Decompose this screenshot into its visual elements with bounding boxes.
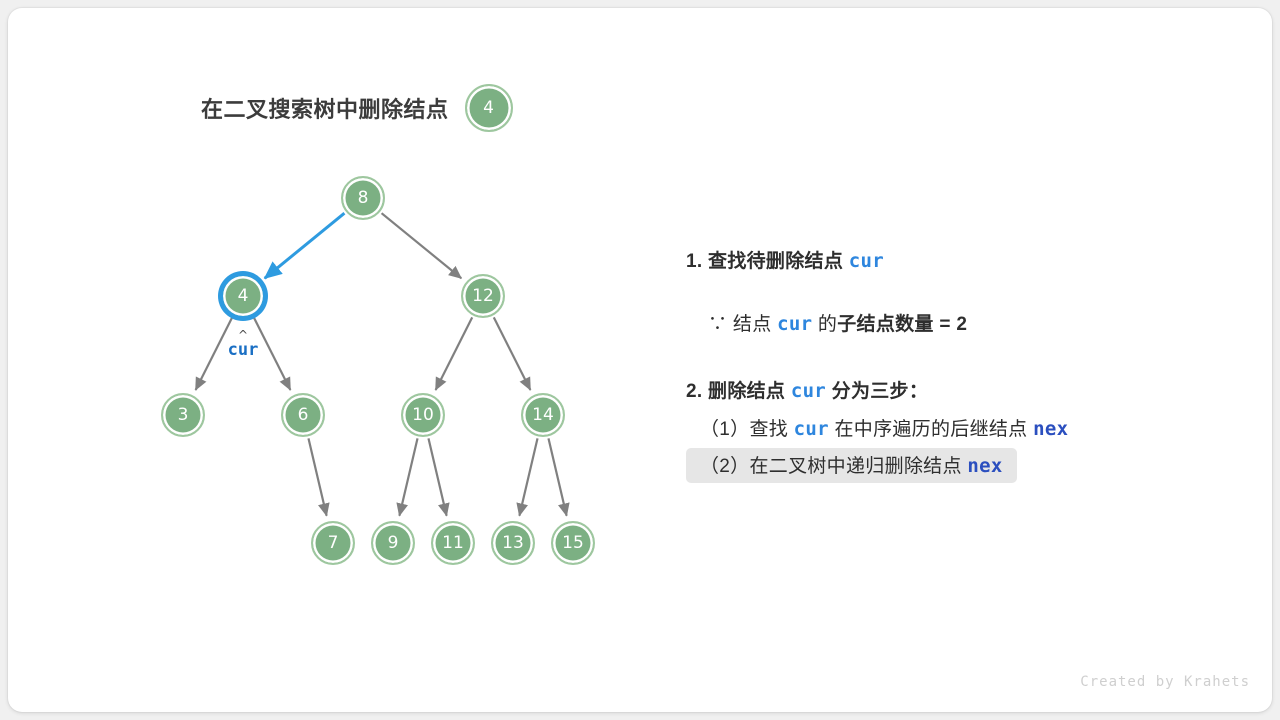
substep-1-var2: nex: [1033, 418, 1069, 440]
substep-1-text-a: 查找: [749, 419, 789, 440]
tree-node-3: 3: [161, 393, 205, 437]
tree-edge-8-4: [263, 212, 346, 280]
tree-node-4: 4: [221, 274, 265, 318]
step-1-prefix: 1. 查找待删除结点: [686, 251, 844, 272]
tree-edge-14-15: [547, 438, 570, 517]
step-1-var: cur: [848, 250, 884, 272]
tree-node-11: 11: [431, 521, 475, 565]
substep-2-index: （2）: [700, 456, 750, 477]
tree-edge-8-12: [380, 212, 463, 280]
substep-2-highlighted: （2）在二叉树中递归删除结点 nex: [686, 448, 1017, 483]
title-row: 在二叉搜索树中删除结点 4: [201, 84, 513, 132]
substep-1: （1）查找 cur 在中序遍历的后继结点 nex: [686, 411, 1082, 446]
step-2-prefix: 2. 删除结点: [686, 381, 786, 402]
tree-edge-4-6: [252, 316, 292, 391]
step-2-suffix: 分为三步：: [831, 381, 929, 402]
tree-node-9: 9: [371, 521, 415, 565]
tree-node-14: 14: [521, 393, 565, 437]
substep-1-index: （1）: [700, 419, 750, 440]
step-1-heading: 1. 查找待删除结点 cur: [686, 246, 1246, 273]
tree-node-8: 8: [341, 176, 385, 220]
substep-1-text-b: 在中序遍历的后继结点: [834, 419, 1028, 440]
tree-node-6: 6: [281, 393, 325, 437]
explanation-panel: 1. 查找待删除结点 cur ∵ 结点 cur 的子结点数量 = 2 2. 删除…: [686, 246, 1246, 483]
tree-edge-4-3: [194, 316, 234, 391]
cur-pointer-text: cur: [227, 340, 259, 360]
reason-equals: =: [939, 314, 951, 335]
title-step-badge: 4: [464, 84, 513, 132]
reason-bold-text: 子结点数量: [837, 314, 934, 335]
tree-node-13: 13: [491, 521, 535, 565]
substep-2-var: nex: [967, 455, 1003, 477]
tree-node-12: 12: [461, 274, 505, 318]
reason-text-a: 结点: [732, 314, 772, 335]
tree-node-7: 7: [311, 521, 355, 565]
credit-footer: Created by Krahets: [1080, 674, 1250, 690]
cur-pointer-label: ^ cur: [227, 328, 259, 360]
reason-text-b: 的: [817, 314, 838, 335]
substep-1-var: cur: [793, 418, 829, 440]
tree-edge-10-9: [396, 438, 419, 517]
tree-edge-10-11: [427, 438, 450, 517]
tree-edge-14-13: [516, 438, 539, 517]
substep-1-row: （1）查找 cur 在中序遍历的后继结点 nex: [686, 411, 1246, 446]
tree-edges: [194, 212, 570, 517]
substep-2-row: （2）在二叉树中递归删除结点 nex: [686, 448, 1246, 483]
because-symbol: ∵: [708, 314, 728, 335]
reason-var: cur: [777, 313, 813, 335]
step-2-var: cur: [790, 380, 827, 402]
reason-line: ∵ 结点 cur 的子结点数量 = 2: [686, 309, 1246, 336]
tree-edge-12-10: [434, 316, 474, 391]
tree-edge-12-14: [492, 316, 532, 391]
tree-edge-6-7: [307, 438, 330, 517]
tree-node-15: 15: [551, 521, 595, 565]
step-2-heading: 2. 删除结点 cur 分为三步：: [686, 376, 1246, 403]
page-title: 在二叉搜索树中删除结点: [201, 97, 449, 122]
tree-node-10: 10: [401, 393, 445, 437]
cur-caret-icon: ^: [237, 328, 249, 342]
reason-value: 2: [956, 314, 968, 335]
substep-2-text: 在二叉树中递归删除结点: [749, 456, 962, 477]
